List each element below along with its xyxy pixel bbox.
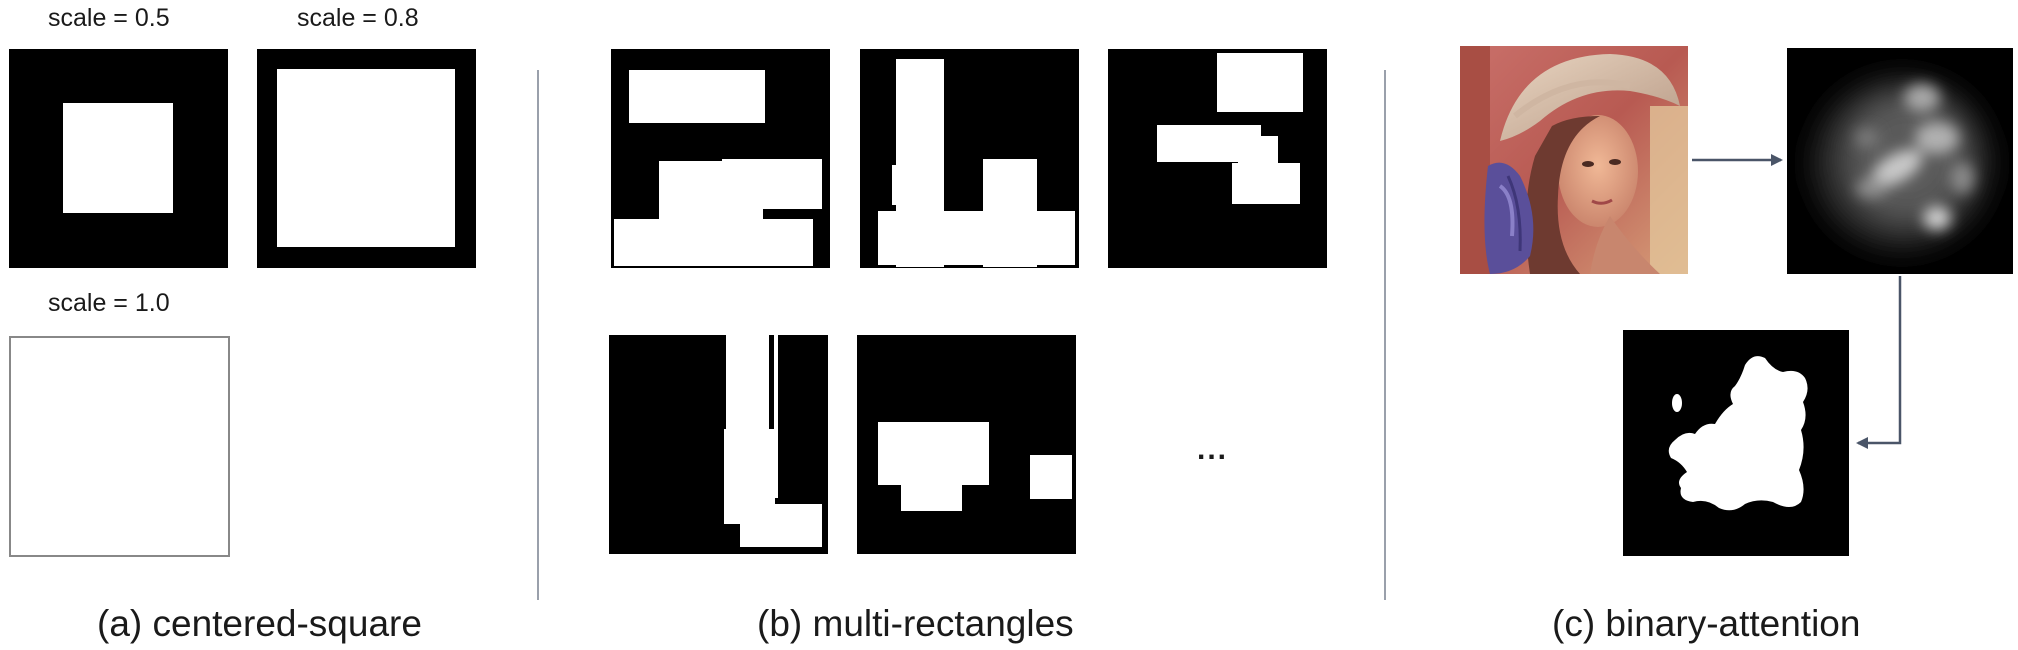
binary-mask-image (1668, 356, 1808, 511)
input-photo (1460, 46, 1688, 274)
mask-scale-08-square (277, 69, 455, 247)
divider-right (1384, 70, 1386, 600)
mask-scale-05-square (63, 103, 173, 213)
attention-heatmap-image (1787, 48, 2013, 274)
multi-rect-mask-5 (857, 335, 1076, 554)
multi-rect-mask-4 (609, 335, 828, 554)
multi-rect-mask-2 (860, 49, 1079, 268)
scale-label-10: scale = 1.0 (48, 289, 170, 317)
attention-heatmap (1787, 48, 2013, 274)
scale-label-05: scale = 0.5 (48, 4, 170, 32)
binary-attention-mask (1623, 330, 1849, 556)
caption-multi-rectangles: (b) multi-rectangles (757, 603, 1074, 644)
arrow-heatmap-to-mask (1856, 276, 1902, 449)
multi-rect-mask-1 (611, 49, 830, 268)
scale-label-08: scale = 0.8 (297, 4, 419, 32)
mask-scale-10 (9, 336, 230, 557)
caption-centered-square: (a) centered-square (97, 603, 422, 644)
mask-scale-08 (257, 49, 476, 268)
divider-left (537, 70, 539, 600)
multi-rect-mask-3 (1108, 49, 1327, 268)
ellipsis: ... (1197, 433, 1229, 466)
mask-scale-05 (9, 49, 228, 268)
caption-binary-attention: (c) binary-attention (1552, 603, 1861, 644)
portrait-image (1460, 46, 1688, 274)
